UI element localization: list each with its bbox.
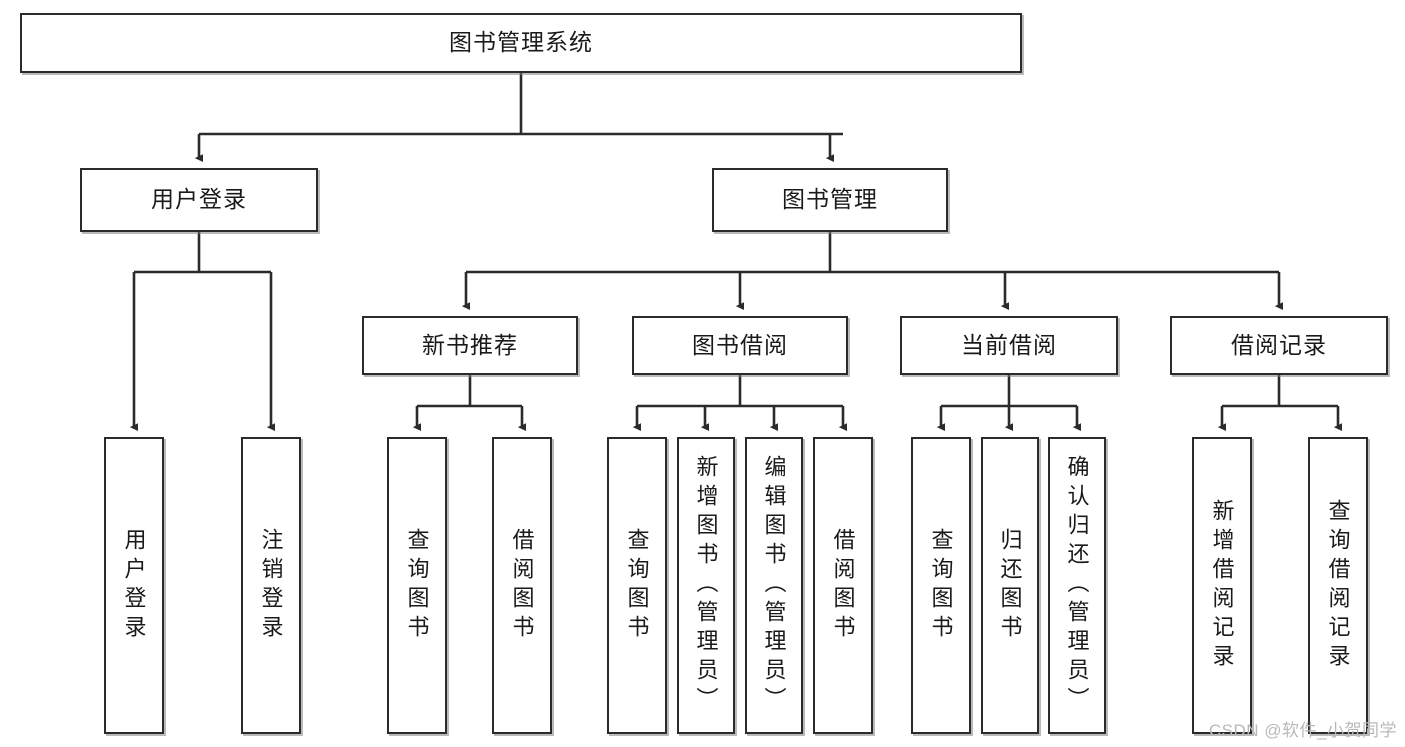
node-label: 查询借阅记录: [1325, 498, 1351, 673]
node-label: 用户登录: [121, 527, 147, 644]
node-label: 归还图书: [997, 527, 1023, 644]
node-leaf-add-record[interactable]: 新增借阅记录: [1192, 437, 1252, 734]
node-label: 用户登录: [151, 186, 247, 213]
node-leaf-user-login[interactable]: 用户登录: [104, 437, 164, 734]
node-borrow-record[interactable]: 借阅记录: [1170, 316, 1388, 375]
node-label: 借阅图书: [830, 527, 856, 644]
node-book-management[interactable]: 图书管理: [712, 168, 948, 232]
node-label: 图书管理: [782, 186, 878, 213]
node-current-borrow[interactable]: 当前借阅: [900, 316, 1118, 375]
node-label: 当前借阅: [961, 331, 1057, 358]
node-user-login[interactable]: 用户登录: [80, 168, 318, 232]
node-leaf-borrow-book-1[interactable]: 借阅图书: [492, 437, 552, 734]
node-label: 新增借阅记录: [1209, 498, 1235, 673]
node-label: 新增图书（管理员）: [693, 455, 719, 716]
node-label: 确认归还（管理员）: [1064, 455, 1090, 716]
node-leaf-return-book[interactable]: 归还图书: [981, 437, 1039, 734]
node-leaf-query-book-2[interactable]: 查询图书: [607, 437, 667, 734]
node-leaf-borrow-book-2[interactable]: 借阅图书: [813, 437, 873, 734]
node-new-book-recommend[interactable]: 新书推荐: [362, 316, 578, 375]
node-book-borrow[interactable]: 图书借阅: [632, 316, 848, 375]
node-label: 查询图书: [928, 527, 954, 644]
node-leaf-query-record[interactable]: 查询借阅记录: [1308, 437, 1368, 734]
node-label: 编辑图书（管理员）: [761, 455, 787, 716]
node-label: 借阅图书: [509, 527, 535, 644]
node-label: 查询图书: [404, 527, 430, 644]
node-leaf-add-book[interactable]: 新增图书（管理员）: [677, 437, 735, 734]
node-leaf-query-book-1[interactable]: 查询图书: [387, 437, 447, 734]
node-leaf-user-logout[interactable]: 注销登录: [241, 437, 301, 734]
node-leaf-query-book-3[interactable]: 查询图书: [911, 437, 971, 734]
node-label: 借阅记录: [1231, 331, 1327, 358]
node-label: 图书借阅: [692, 331, 788, 358]
node-label: 注销登录: [258, 527, 284, 644]
node-book-management-system[interactable]: 图书管理系统: [20, 13, 1022, 73]
node-label: 图书管理系统: [449, 29, 593, 56]
node-label: 新书推荐: [422, 331, 518, 358]
node-leaf-edit-book[interactable]: 编辑图书（管理员）: [745, 437, 803, 734]
node-label: 查询图书: [624, 527, 650, 644]
node-leaf-confirm-return[interactable]: 确认归还（管理员）: [1048, 437, 1106, 734]
